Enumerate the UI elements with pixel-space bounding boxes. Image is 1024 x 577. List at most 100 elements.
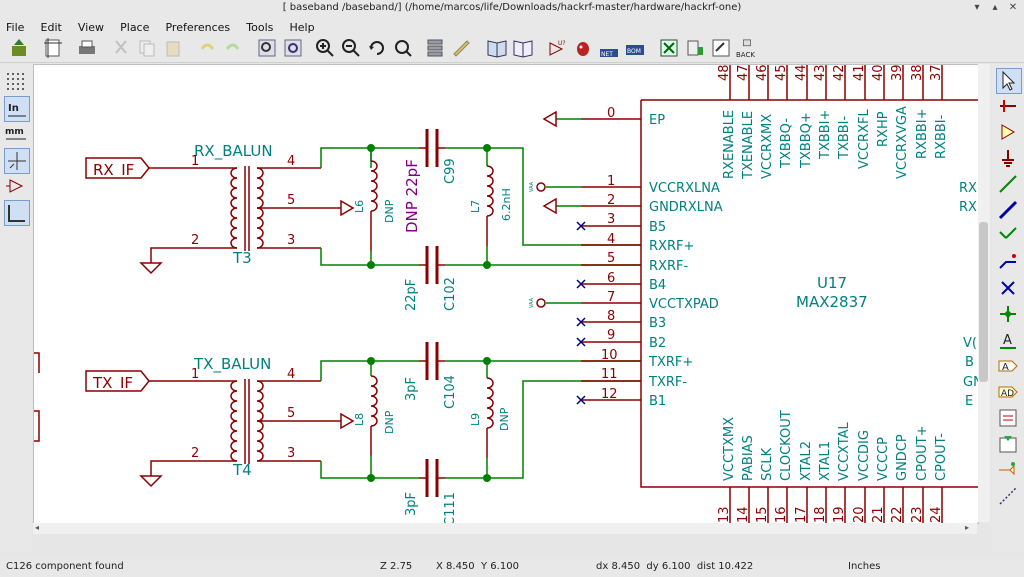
hidden-pins-icon[interactable] xyxy=(4,174,28,198)
scroll-left-icon[interactable]: ◂ xyxy=(35,523,40,532)
leave-sheet-icon[interactable] xyxy=(450,37,472,59)
menu-help[interactable]: Help xyxy=(289,21,315,34)
minimize-icon[interactable]: ▾ xyxy=(974,2,980,13)
inductor-l8[interactable] xyxy=(370,361,378,478)
place-wire-icon[interactable] xyxy=(996,172,1020,196)
find-replace-icon[interactable] xyxy=(282,37,304,59)
capacitor-c102[interactable] xyxy=(419,246,445,284)
svg-text:B4: B4 xyxy=(649,278,666,293)
inductor-l9[interactable] xyxy=(486,361,494,478)
vertical-scroll-thumb[interactable] xyxy=(979,222,988,382)
maximize-icon[interactable]: ▴ xyxy=(992,2,998,13)
cursor-shape-icon[interactable] xyxy=(4,148,30,174)
inductor-l7[interactable] xyxy=(486,148,494,265)
transformer-t4[interactable] xyxy=(150,379,321,476)
undo-icon[interactable] xyxy=(196,37,218,59)
erc-icon[interactable] xyxy=(572,37,594,59)
horizontal-scrollbar[interactable]: ◂ ▸ xyxy=(33,523,977,534)
c102-ref: C102 xyxy=(443,277,458,311)
annotate-icon[interactable]: U? xyxy=(546,37,568,59)
t4-pin1: 1 xyxy=(191,367,199,382)
transformer-t3[interactable] xyxy=(150,166,321,263)
schematic-canvas[interactable]: RX_IF RX_BALUN 1 2 4 5 3 T3 L6 DNP DNP 2… xyxy=(33,64,979,524)
pcb-icon[interactable] xyxy=(710,37,732,59)
place-component-icon[interactable] xyxy=(996,120,1020,144)
bus-to-bus-icon[interactable] xyxy=(996,250,1020,274)
tx-if-label-shape[interactable]: TX_IF xyxy=(85,370,150,393)
menu-preferences[interactable]: Preferences xyxy=(165,21,231,34)
menu-file[interactable]: File xyxy=(6,21,25,34)
copy-icon[interactable] xyxy=(136,37,158,59)
capacitor-c99[interactable] xyxy=(419,129,445,167)
library-editor-icon[interactable] xyxy=(486,37,508,59)
menu-edit[interactable]: Edit xyxy=(40,21,62,34)
rx-if-label-shape[interactable]: RX_IF xyxy=(85,157,150,180)
no-connect-icon[interactable] xyxy=(996,276,1020,300)
menu-view[interactable]: View xyxy=(77,21,105,34)
svg-text:SCLK: SCLK xyxy=(760,447,775,481)
units-mm-icon[interactable]: mm xyxy=(4,122,28,146)
status-units: Inches xyxy=(848,561,881,572)
global-label-icon[interactable]: A xyxy=(996,354,1020,378)
place-bus-icon[interactable] xyxy=(996,198,1020,222)
page-settings-icon[interactable] xyxy=(42,37,64,59)
new-sheet-icon[interactable] xyxy=(8,37,30,59)
menu-place[interactable]: Place xyxy=(120,21,150,34)
svg-text:RXBBI+: RXBBI+ xyxy=(915,108,930,159)
wire-to-bus-icon[interactable] xyxy=(996,224,1020,248)
svg-text:44: 44 xyxy=(794,65,809,81)
capacitor-c104[interactable] xyxy=(419,342,445,380)
grid-icon[interactable] xyxy=(4,70,28,94)
c99-ref: C99 xyxy=(443,158,458,184)
bom-icon[interactable]: BOM xyxy=(624,37,646,59)
graphic-line-icon[interactable] xyxy=(996,484,1020,508)
vertical-scrollbar[interactable] xyxy=(978,64,990,522)
hierarchical-sheet-icon[interactable] xyxy=(996,406,1020,430)
library-browser-icon[interactable] xyxy=(512,37,534,59)
svg-text:B2: B2 xyxy=(649,336,666,351)
t3-pin4: 4 xyxy=(287,154,295,169)
place-power-icon[interactable] xyxy=(996,146,1020,170)
hierarchy-icon[interactable] xyxy=(424,37,446,59)
menu-tools[interactable]: Tools xyxy=(246,21,274,34)
netlist-icon[interactable]: NET xyxy=(598,37,620,59)
paste-icon[interactable] xyxy=(162,37,184,59)
net-label-icon[interactable]: A xyxy=(996,328,1020,352)
hierarchical-label-icon[interactable]: AD xyxy=(996,380,1020,404)
inductor-l6[interactable] xyxy=(370,148,378,265)
zoom-out-icon[interactable] xyxy=(340,37,362,59)
find-icon[interactable] xyxy=(256,37,278,59)
l8-value: DNP xyxy=(383,410,396,434)
orthogonal-wire-icon[interactable] xyxy=(4,200,30,226)
close-icon[interactable]: ✕ xyxy=(1008,2,1018,13)
back-button[interactable]: BACK xyxy=(736,37,762,59)
svg-text:TXBBQ+: TXBBQ+ xyxy=(799,112,814,169)
units-inch-icon[interactable]: In xyxy=(4,96,30,122)
rx-if-label: RX_IF xyxy=(93,161,134,180)
sheet-pin-icon[interactable] xyxy=(996,458,1020,482)
c111-value: 3pF xyxy=(404,492,419,516)
svg-text:5: 5 xyxy=(607,251,615,266)
scroll-right-icon[interactable]: ▸ xyxy=(965,523,970,532)
svg-text:19: 19 xyxy=(832,506,847,523)
print-icon[interactable] xyxy=(76,37,98,59)
ic-u17[interactable] xyxy=(640,99,978,488)
svg-text:RXRF+: RXRF+ xyxy=(649,239,694,254)
zoom-in-icon[interactable] xyxy=(314,37,336,59)
svg-text:VCCRXMX: VCCRXMX xyxy=(760,114,775,179)
svg-text:AD: AD xyxy=(1001,389,1014,399)
redo-icon[interactable] xyxy=(222,37,244,59)
import-sheet-pin-icon[interactable] xyxy=(996,432,1020,456)
svg-text:VCCDIG: VCCDIG xyxy=(857,430,872,481)
footprint-assign-icon[interactable] xyxy=(658,37,680,59)
zoom-redraw-icon[interactable] xyxy=(366,37,388,59)
l9-ref: L9 xyxy=(469,413,482,426)
junction-icon[interactable] xyxy=(996,302,1020,326)
capacitor-c111[interactable] xyxy=(419,459,445,497)
zoom-fit-icon[interactable] xyxy=(392,37,414,59)
highlight-net-icon[interactable] xyxy=(996,94,1020,118)
svg-text:23: 23 xyxy=(910,506,925,523)
footprint-editor-icon[interactable] xyxy=(684,37,706,59)
cut-icon[interactable] xyxy=(110,37,132,59)
select-arrow-icon[interactable] xyxy=(996,68,1022,94)
